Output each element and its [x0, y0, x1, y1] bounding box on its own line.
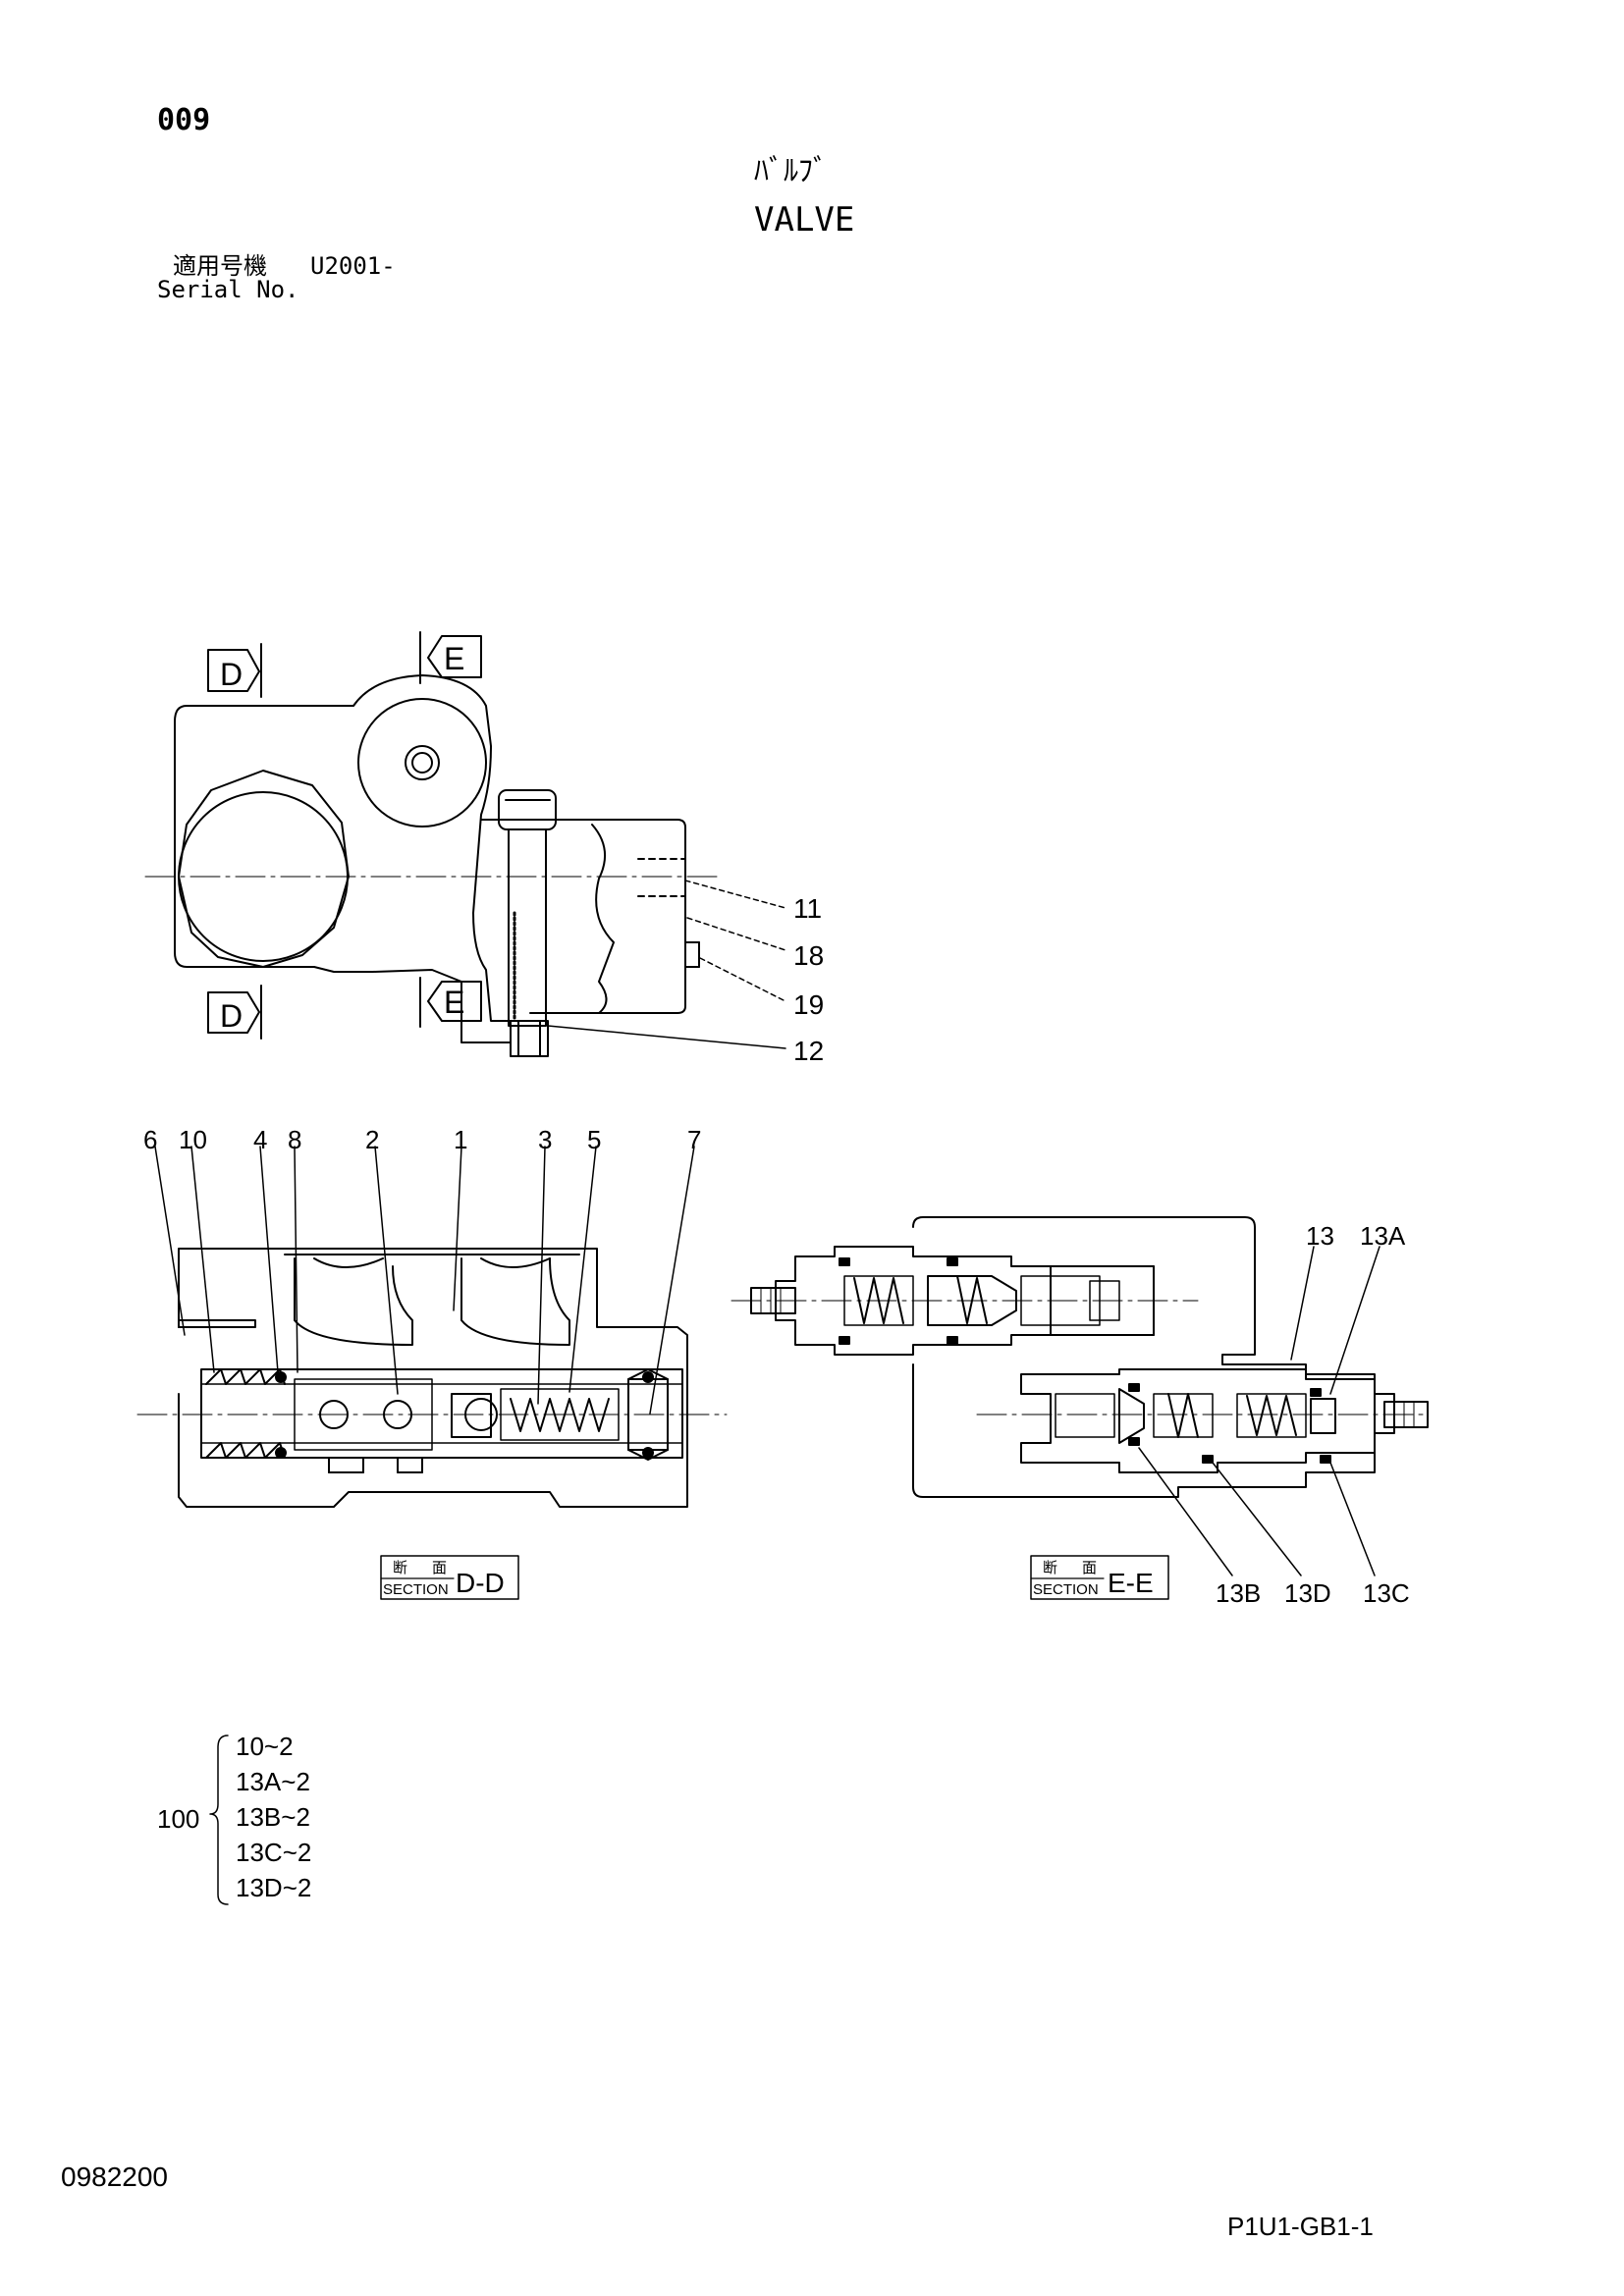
ee-callout-13a: 13A [1360, 1221, 1406, 1251]
dd-callout-8: 8 [288, 1125, 301, 1154]
kit-item: 13A~2 [236, 1767, 310, 1796]
dd-callout-2: 2 [365, 1125, 379, 1154]
ee-callout-13: 13 [1306, 1221, 1334, 1251]
ee-label-jp-2: 面 [1082, 1560, 1097, 1576]
dd-callout-1: 1 [454, 1125, 467, 1154]
title-english: VALVE [754, 200, 855, 240]
top-view [144, 631, 786, 1057]
dd-callout-7: 7 [687, 1125, 701, 1154]
dd-label-jp-1: 断 [393, 1560, 407, 1576]
kit-brace [209, 1735, 229, 1905]
kit-item: 10~2 [236, 1732, 294, 1761]
dd-label-section: SECTION [383, 1581, 449, 1598]
ee-label-jp-1: 断 [1043, 1560, 1057, 1576]
kit-item: 13B~2 [236, 1802, 310, 1832]
dd-label-jp-2: 面 [432, 1560, 447, 1576]
section-ee-view [731, 1216, 1429, 1600]
ee-callout-13d: 13D [1284, 1578, 1331, 1608]
callout-18: 18 [793, 940, 824, 971]
ee-callout-13b: 13B [1216, 1578, 1261, 1608]
ee-callout-13c: 13C [1363, 1578, 1410, 1608]
marker-e-top: E [444, 641, 464, 676]
dd-callout-10: 10 [179, 1125, 207, 1154]
marker-d-bottom: D [220, 998, 243, 1034]
callout-11: 11 [793, 893, 822, 924]
marker-d-top: D [220, 657, 243, 692]
serial-label-japanese: 適用号機 [173, 252, 267, 280]
kit-number: 100 [157, 1804, 199, 1834]
page-reference: P1U1-GB1-1 [1227, 2212, 1374, 2241]
section-dd-view [136, 1146, 728, 1600]
serial-value: U2001- [310, 252, 396, 280]
dd-callout-5: 5 [587, 1125, 601, 1154]
ee-label-id: E-E [1108, 1568, 1154, 1598]
callout-12: 12 [793, 1036, 824, 1066]
marker-e-bottom: E [444, 985, 464, 1020]
ee-label-section: SECTION [1033, 1581, 1099, 1598]
title-japanese: ﾊﾞﾙﾌﾞ [754, 154, 828, 188]
dd-callout-4: 4 [253, 1125, 267, 1154]
kit-item: 13C~2 [236, 1838, 311, 1867]
drawing-number: 0982200 [61, 2162, 169, 2192]
serial-label-english: Serial No. [157, 276, 299, 303]
dd-label-id: D-D [456, 1568, 505, 1598]
dd-callout-3: 3 [538, 1125, 552, 1154]
dd-callout-6: 6 [143, 1125, 157, 1154]
callout-19: 19 [793, 989, 824, 1020]
kit-item: 13D~2 [236, 1873, 311, 1902]
page-code: 009 [157, 103, 211, 137]
